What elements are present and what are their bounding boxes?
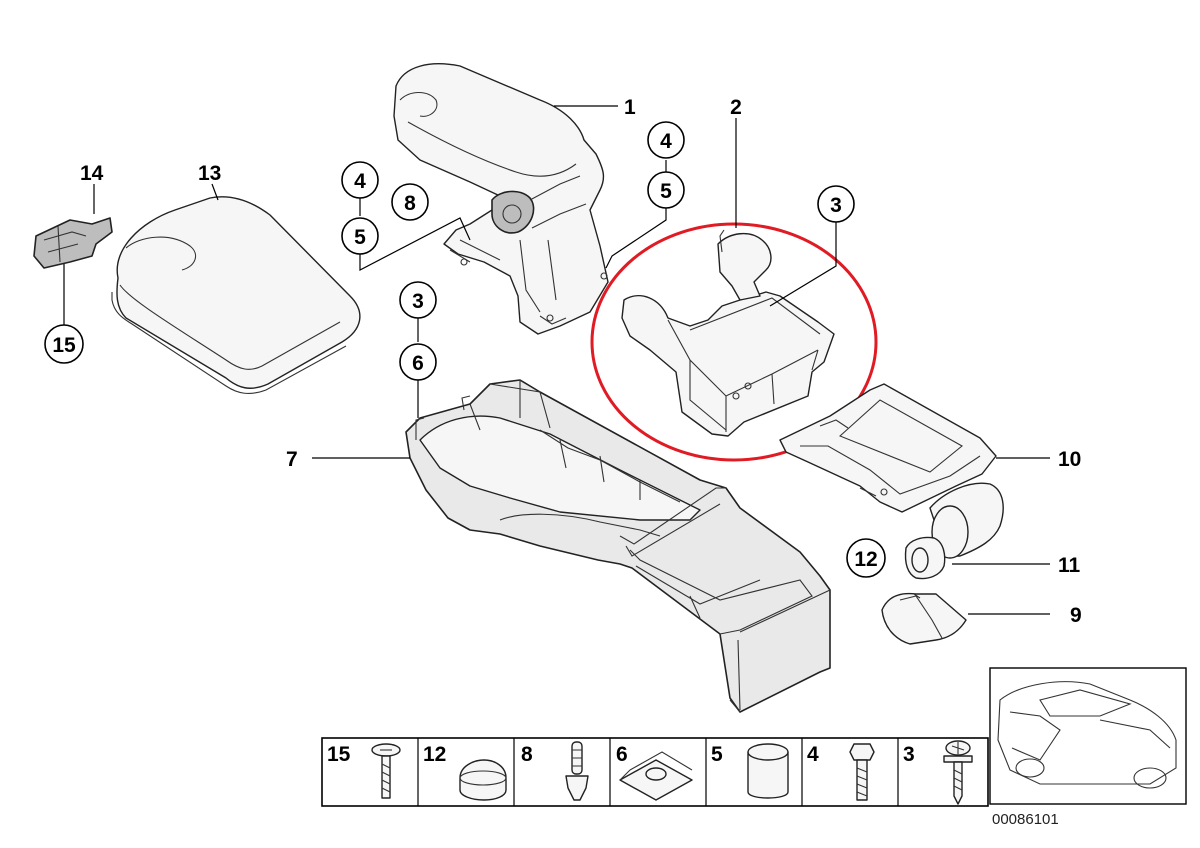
fastener-label-12: 12 [423, 743, 446, 766]
fastener-cell-8[interactable]: 8 [521, 741, 589, 801]
fastener-label-6: 6 [616, 743, 628, 766]
fastener-cell-3[interactable]: 3 [903, 740, 973, 805]
fastener-cell-12[interactable]: 12 [423, 743, 507, 801]
callout-5-right[interactable]: 5 [660, 180, 672, 203]
callout-12[interactable]: 12 [854, 548, 877, 571]
bushing-icon [747, 743, 789, 799]
bolt-icon [849, 743, 875, 801]
center-console-part[interactable] [405, 379, 831, 713]
clip-nut-icon [619, 751, 693, 801]
callout-4-right[interactable]: 4 [660, 130, 672, 153]
callout-5-left[interactable]: 5 [354, 226, 366, 249]
fastener-cell-5[interactable]: 5 [711, 743, 789, 799]
tray-part[interactable] [779, 383, 997, 513]
fastener-label-15: 15 [327, 743, 351, 766]
cap-icon [459, 759, 507, 801]
leader-lines [63, 105, 1050, 615]
callout-4-left[interactable]: 4 [354, 170, 366, 193]
callout-3-console[interactable]: 3 [412, 290, 424, 313]
callout-1[interactable]: 1 [624, 96, 636, 119]
callout-15[interactable]: 15 [52, 334, 76, 357]
fastener-label-4: 4 [807, 743, 819, 766]
callouts: 1 2 7 10 11 9 13 14 3 4 5 4 8 5 3 6 15 1… [44, 96, 1082, 627]
callout-3-cupholder[interactable]: 3 [830, 194, 842, 217]
callout-7[interactable]: 7 [286, 448, 298, 471]
armrest-cover-part[interactable] [111, 196, 361, 395]
clip-part[interactable] [881, 592, 967, 645]
fastener-label-5: 5 [711, 743, 723, 766]
reference-number: 00086101 [992, 811, 1059, 828]
fastener-label-3: 3 [903, 743, 915, 766]
fastener-cell-15[interactable]: 15 [327, 743, 401, 799]
highlight-circle [590, 222, 878, 462]
fastener-table: 15 12 8 6 [321, 737, 989, 807]
callout-11[interactable]: 11 [1058, 554, 1081, 577]
fastener-cell-6[interactable]: 6 [616, 743, 693, 801]
stud-icon [565, 741, 589, 801]
vehicle-thumbnail [989, 667, 1187, 805]
callout-10[interactable]: 10 [1058, 448, 1081, 471]
callout-9[interactable]: 9 [1070, 604, 1082, 627]
callout-6[interactable]: 6 [412, 352, 424, 375]
callout-2[interactable]: 2 [730, 96, 742, 119]
roller-part[interactable] [904, 482, 1004, 580]
callout-8[interactable]: 8 [404, 192, 416, 215]
cupholder-insert-part[interactable] [621, 229, 835, 437]
fastener-cell-4[interactable]: 4 [807, 743, 875, 801]
callout-14[interactable]: 14 [80, 162, 104, 185]
latch-part[interactable] [33, 217, 113, 269]
self-tapping-screw-icon [943, 740, 973, 805]
screw-icon [371, 743, 401, 799]
fastener-label-8: 8 [521, 743, 533, 766]
callout-13[interactable]: 13 [198, 162, 221, 185]
armrest-mechanism-part[interactable] [393, 63, 609, 335]
